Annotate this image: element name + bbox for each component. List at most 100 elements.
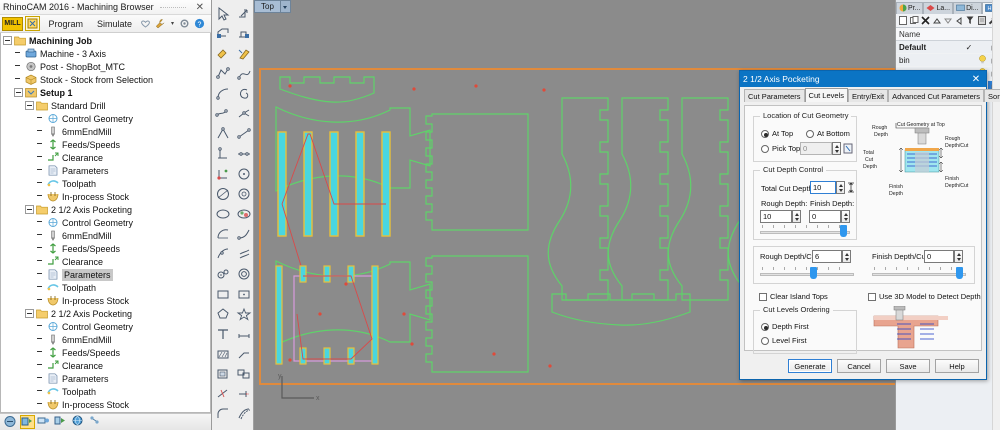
group-icon[interactable] bbox=[233, 364, 254, 384]
machining-objects-button[interactable] bbox=[25, 16, 41, 31]
tree-item[interactable]: In-process Stock bbox=[1, 190, 210, 203]
divide-icon[interactable] bbox=[233, 144, 254, 164]
dialog-tab[interactable]: Cut Levels bbox=[804, 88, 848, 102]
tree-item[interactable]: Machining Job bbox=[1, 34, 210, 47]
rough-depth-input[interactable]: 10 bbox=[760, 210, 792, 223]
dialog-tab[interactable]: Advanced Cut Parameters bbox=[888, 89, 985, 102]
menu-program[interactable]: Program bbox=[48, 18, 83, 29]
tree-item[interactable]: In-process Stock bbox=[1, 294, 210, 307]
tree-item[interactable]: Control Geometry bbox=[1, 216, 210, 229]
perp-icon[interactable] bbox=[212, 144, 233, 164]
circle-tan-icon[interactable] bbox=[233, 184, 254, 204]
help-button[interactable]: Help bbox=[935, 359, 979, 373]
paint-icon[interactable] bbox=[212, 44, 233, 64]
branch-icon[interactable] bbox=[233, 104, 254, 124]
delete-layer-icon[interactable] bbox=[920, 15, 930, 27]
tree-item[interactable]: Feeds/Speeds bbox=[1, 346, 210, 359]
tree-item[interactable]: 6mmEndMill bbox=[1, 229, 210, 242]
tree-item[interactable]: Parameters bbox=[1, 372, 210, 385]
block-icon[interactable] bbox=[212, 364, 233, 384]
layers-scrollbar[interactable] bbox=[992, 0, 1000, 430]
move-up-icon[interactable] bbox=[932, 15, 942, 27]
posting-icon[interactable] bbox=[88, 415, 103, 429]
point-cloud-icon[interactable] bbox=[212, 264, 233, 284]
dim-icon[interactable] bbox=[233, 324, 254, 344]
current-layer-check-icon[interactable]: ✓ bbox=[965, 42, 973, 52]
ellipse-icon[interactable] bbox=[212, 204, 233, 224]
heart-icon[interactable] bbox=[140, 18, 151, 29]
extend-icon[interactable] bbox=[233, 384, 254, 404]
rect-center-icon[interactable] bbox=[233, 284, 254, 304]
tree-item[interactable]: Clearance bbox=[1, 359, 210, 372]
finish-depth-input[interactable]: 0 bbox=[809, 210, 841, 223]
layer-row[interactable]: bin bbox=[896, 54, 1000, 67]
layers-tab[interactable]: Pr... bbox=[896, 2, 924, 14]
pick-top-spinner[interactable] bbox=[832, 142, 841, 155]
tree-expander-icon[interactable] bbox=[25, 309, 34, 318]
curve-icon[interactable] bbox=[233, 64, 254, 84]
arc-icon[interactable] bbox=[212, 84, 233, 104]
text-icon[interactable] bbox=[212, 324, 233, 344]
polygon-icon[interactable] bbox=[212, 304, 233, 324]
radio-at-top[interactable]: At Top bbox=[761, 129, 793, 138]
layers-tab[interactable]: Di... bbox=[953, 2, 982, 14]
tree-item[interactable]: Control Geometry bbox=[1, 112, 210, 125]
resize-icon[interactable] bbox=[233, 4, 254, 24]
radio-depth-first[interactable]: Depth First bbox=[761, 322, 809, 331]
tree-expander-icon[interactable] bbox=[25, 101, 34, 110]
move-left-icon[interactable] bbox=[954, 15, 964, 27]
cplane-side-icon[interactable] bbox=[233, 24, 254, 44]
layer-visibility-bulb-icon[interactable] bbox=[976, 54, 988, 66]
tree-item[interactable]: Parameters bbox=[1, 268, 210, 281]
freeform-icon[interactable] bbox=[212, 104, 233, 124]
hatch-icon[interactable] bbox=[212, 344, 233, 364]
circle-diameter-icon[interactable] bbox=[212, 184, 233, 204]
spiral-icon[interactable] bbox=[233, 84, 254, 104]
pick-top-picker-icon[interactable] bbox=[843, 142, 854, 157]
simulate-icon[interactable] bbox=[54, 415, 69, 429]
tree-item[interactable]: Stock - Stock from Selection bbox=[1, 73, 210, 86]
cut-depth-slider[interactable] bbox=[760, 225, 850, 237]
rough-depth-spinner[interactable] bbox=[792, 210, 801, 223]
finish-depth-spinner[interactable] bbox=[841, 210, 850, 223]
fillet-icon[interactable] bbox=[212, 404, 233, 424]
circle-center-icon[interactable] bbox=[233, 164, 254, 184]
tree-item[interactable]: Feeds/Speeds bbox=[1, 138, 210, 151]
tree-expander-icon[interactable] bbox=[25, 205, 34, 214]
tree-expander-icon[interactable] bbox=[3, 36, 12, 45]
globe-icon[interactable] bbox=[71, 415, 86, 429]
ring-icon[interactable] bbox=[233, 264, 254, 284]
move-down-icon[interactable] bbox=[943, 15, 953, 27]
tree-item[interactable]: In-process Stock bbox=[1, 398, 210, 411]
generate-button[interactable]: Generate bbox=[788, 359, 832, 373]
angle-icon[interactable] bbox=[212, 124, 233, 144]
tree-item[interactable]: Toolpath bbox=[1, 281, 210, 294]
total-depth-measure-icon[interactable] bbox=[847, 181, 855, 196]
tree-item[interactable]: 6mmEndMill bbox=[1, 125, 210, 138]
wrench-icon[interactable] bbox=[155, 18, 166, 29]
tree-item[interactable]: Clearance bbox=[1, 255, 210, 268]
conic-icon[interactable] bbox=[212, 244, 233, 264]
total-cut-depth-input[interactable]: 10 bbox=[810, 181, 836, 194]
leader-icon[interactable] bbox=[233, 344, 254, 364]
tree-item[interactable]: 2 1/2 Axis Pocketing bbox=[1, 203, 210, 216]
filter-icon[interactable] bbox=[965, 15, 975, 27]
radio-pick-top[interactable]: Pick Top bbox=[761, 144, 800, 153]
rough-depth-cut-slider[interactable] bbox=[760, 267, 854, 279]
finish-depth-cut-spinner[interactable] bbox=[954, 250, 963, 263]
tree-item[interactable]: 2 1/2 Axis Pocketing bbox=[1, 307, 210, 320]
polyline-icon[interactable] bbox=[212, 64, 233, 84]
new-layer-icon[interactable] bbox=[898, 15, 908, 27]
help-icon[interactable]: ? bbox=[194, 18, 205, 29]
cplane-origin-icon[interactable] bbox=[212, 164, 233, 184]
trim-icon[interactable] bbox=[212, 384, 233, 404]
cancel-button[interactable]: Cancel bbox=[837, 359, 881, 373]
cplane-front-icon[interactable] bbox=[212, 24, 233, 44]
clear-island-tops-checkbox[interactable]: Clear Island Tops bbox=[759, 292, 828, 301]
arc-3pt-icon[interactable] bbox=[212, 224, 233, 244]
tree-item[interactable]: Machine - 3 Axis bbox=[1, 47, 210, 60]
tree-item[interactable]: 6mmEndMill bbox=[1, 333, 210, 346]
dialog-tab[interactable]: Entry/Exit bbox=[847, 89, 889, 102]
close-icon[interactable]: ✕ bbox=[971, 73, 981, 85]
